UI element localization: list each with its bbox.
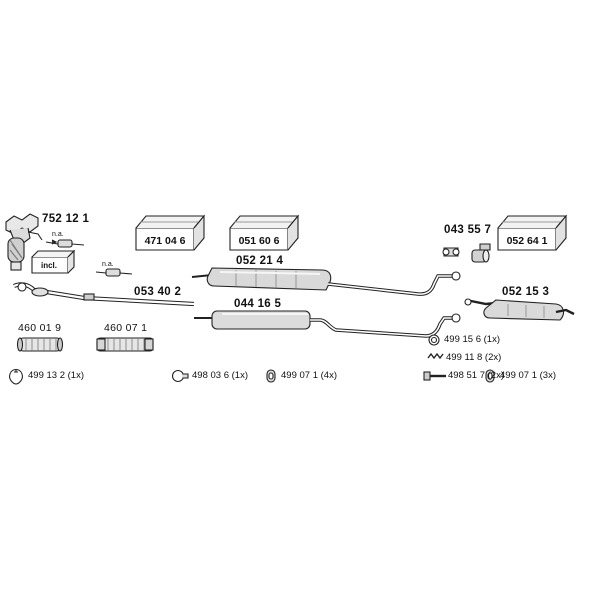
note-na-top: n.a.	[52, 231, 64, 238]
bolt-icon-6	[423, 371, 446, 381]
rubber-mount-icon-3	[266, 369, 276, 383]
manifold-catalyst-drawing	[5, 213, 43, 271]
hardware-label-4: 499 15 6 (1x)	[444, 334, 500, 345]
spring-icon-5	[427, 352, 444, 360]
clamp-ring-icon-2	[171, 369, 189, 383]
hardware-label-7: 499 07 1 (3x)	[500, 370, 556, 381]
hardware-label-3: 499 07 1 (4x)	[281, 370, 337, 381]
rear-silencer-drawing	[464, 298, 575, 321]
hardware-label-2: 498 03 6 (1x)	[192, 370, 248, 381]
front-pipe-drawing	[13, 282, 195, 307]
box-label-2: 051 60 6	[238, 235, 280, 247]
mid-silencer-b-drawing	[194, 310, 461, 338]
note-incl: incl.	[41, 261, 58, 270]
sensor-top-drawing	[45, 239, 85, 248]
note-na-mid: n.a.	[102, 261, 114, 268]
part-label-manifold-cat: 752 12 1	[42, 213, 90, 225]
box-1-drawing	[135, 214, 206, 251]
box-label-3: 052 64 1	[506, 235, 548, 247]
part-label-clamp: 043 55 7	[444, 224, 492, 236]
box-2-drawing	[229, 214, 300, 251]
box-3-drawing	[497, 214, 568, 251]
part-label-front-pipe: 053 40 2	[134, 286, 182, 298]
rubber-ring-icon-1	[9, 368, 23, 385]
part-label-rear-silencer: 052 15 3	[502, 286, 550, 298]
ring-gasket-icon-4	[428, 334, 440, 346]
hardware-label-6: 498 51 7 (2x)	[448, 370, 504, 381]
part-label-mid-silencer-a: 052 21 4	[236, 255, 284, 267]
hardware-label-1: 499 13 2 (1x)	[28, 370, 84, 381]
flex-pipe-2-drawing	[96, 337, 154, 352]
clamp-drawing	[442, 243, 491, 263]
incl-box-drawing	[31, 249, 76, 274]
part-label-flex-2: 460 07 1	[104, 322, 148, 334]
part-label-mid-silencer-b: 044 16 5	[234, 298, 282, 310]
box-label-1: 471 04 6	[144, 235, 186, 247]
mid-silencer-a-drawing	[191, 267, 461, 296]
flex-pipe-1-drawing	[16, 337, 64, 352]
sensor-mid-drawing	[95, 268, 133, 277]
part-label-flex-1: 460 01 9	[18, 322, 62, 334]
hardware-label-5: 499 11 8 (2x)	[446, 352, 502, 363]
rubber-mount-icon-7	[485, 369, 495, 383]
